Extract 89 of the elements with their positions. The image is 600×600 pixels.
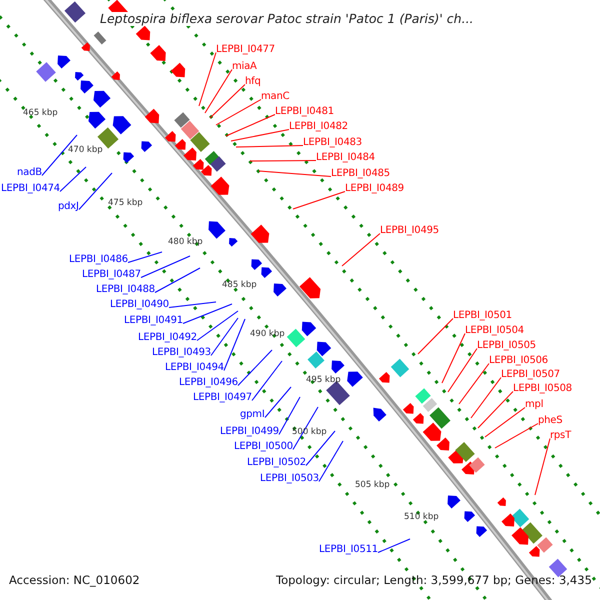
gene-label: nadB — [17, 168, 42, 178]
leader-line — [534, 438, 550, 496]
leader-line — [292, 191, 346, 210]
leader-line — [342, 233, 380, 266]
gene-label: LEPBI_I0504 — [465, 326, 524, 336]
leader-line — [258, 170, 332, 177]
gene-label: LEPBI_I0485 — [331, 169, 390, 179]
gene-label: LEPBI_I0474 — [1, 184, 60, 194]
scale-label: 480 kbp — [168, 238, 203, 246]
leader-line — [128, 252, 162, 263]
gene-label: LEPBI_I0486 — [69, 255, 128, 265]
scale-label: 465 kbp — [23, 108, 58, 117]
gene-label: LEPBI_I0497 — [193, 393, 252, 403]
gene-label: LEPBI_I0511 — [319, 545, 378, 555]
leader-line — [210, 318, 238, 356]
leader-line — [204, 69, 232, 114]
leader-line — [154, 268, 200, 293]
scale-label: 490 kbp — [250, 330, 285, 338]
leader-line — [238, 350, 272, 386]
scale-label: 510 kbp — [404, 512, 439, 521]
leader-line — [484, 407, 526, 438]
leader-line — [210, 84, 246, 118]
gene-label: LEPBI_I0490 — [110, 300, 169, 310]
leader-line — [236, 145, 304, 148]
leader-line — [78, 172, 112, 210]
gene-label: LEPBI_I0482 — [289, 122, 348, 132]
leader-line — [470, 377, 502, 418]
gene-label: LEPBI_I0477 — [216, 45, 275, 55]
info-text: Accession: NC_010602 — [9, 575, 140, 586]
gene-label: LEPBI_I0502 — [247, 458, 306, 468]
gene-label: LEPBI_I0493 — [152, 348, 211, 358]
gene-label: LEPBI_I0500 — [234, 442, 293, 452]
gene-label: LEPBI_I0496 — [179, 378, 238, 388]
leader-line — [226, 114, 276, 136]
gene-label: LEPBI_I0483 — [303, 138, 362, 148]
leader-line — [60, 166, 86, 192]
gene-label: LEPBI_I0492 — [138, 333, 197, 343]
scale-label: 505 kbp — [355, 480, 390, 489]
leader-line — [224, 318, 246, 371]
gene-label: hfq — [245, 77, 261, 87]
gene-label: LEPBI_I0481 — [275, 107, 334, 117]
leader-line — [494, 423, 538, 448]
gene-label: LEPBI_I0501 — [453, 311, 512, 321]
gene-label: LEPBI_I0505 — [477, 341, 536, 351]
gene-label: gpmI — [240, 410, 265, 420]
gene-label: LEPBI_I0499 — [220, 427, 279, 437]
gene-label: LEPBI_I0484 — [316, 153, 375, 163]
leader-line — [292, 406, 318, 450]
gene-label: LEPBI_I0494 — [165, 363, 224, 373]
scale-label: 495 kbp — [306, 376, 341, 384]
leader-line — [264, 386, 292, 418]
gene-label: miaA — [232, 62, 257, 72]
gene-label: LEPBI_I0491 — [124, 316, 183, 326]
leader-line — [250, 160, 316, 162]
gene-label: LEPBI_I0488 — [96, 285, 155, 295]
leader-line — [306, 430, 336, 466]
leader-line — [168, 302, 216, 308]
leader-line — [198, 52, 216, 106]
leader-line — [318, 440, 344, 482]
leader-line — [216, 99, 262, 126]
gene-label: LEPBI_I0503 — [260, 474, 319, 484]
leader-line — [140, 256, 190, 278]
info-text: Topology: circular; Length: 3,599,677 bp; Genes: 3,435 — [276, 575, 592, 586]
scale-label: 475 kbp — [108, 198, 143, 207]
leader-line — [478, 391, 514, 428]
leader-line — [448, 348, 478, 392]
gene-label: mpl — [525, 400, 544, 410]
gene-label: LEPBI_I0487 — [82, 270, 141, 280]
gene-label: pdxJ — [58, 202, 79, 212]
leader-line — [196, 310, 238, 341]
leader-line — [442, 333, 466, 384]
scale-label: 470 kbp — [68, 146, 103, 154]
gene-label: pheS — [538, 416, 562, 426]
leader-line — [252, 360, 282, 401]
gene-label: LEPBI_I0507 — [501, 370, 560, 380]
gene-label: LEPBI_I0508 — [513, 384, 572, 394]
gene-label: rpsT — [550, 431, 571, 441]
leader-line — [278, 396, 300, 435]
leader-line — [418, 318, 454, 354]
gene-label: LEPBI_I0495 — [380, 226, 439, 236]
gene-label: LEPBI_I0489 — [345, 184, 404, 194]
scale-label: 485 kbp — [222, 280, 257, 289]
leader-line — [182, 304, 232, 324]
gene-label: manC — [261, 92, 290, 102]
leader-line — [378, 538, 410, 553]
leader-line — [230, 129, 290, 142]
leader-line — [42, 134, 78, 176]
gene-label: LEPBI_I0506 — [489, 356, 548, 366]
leader-line — [458, 363, 490, 404]
